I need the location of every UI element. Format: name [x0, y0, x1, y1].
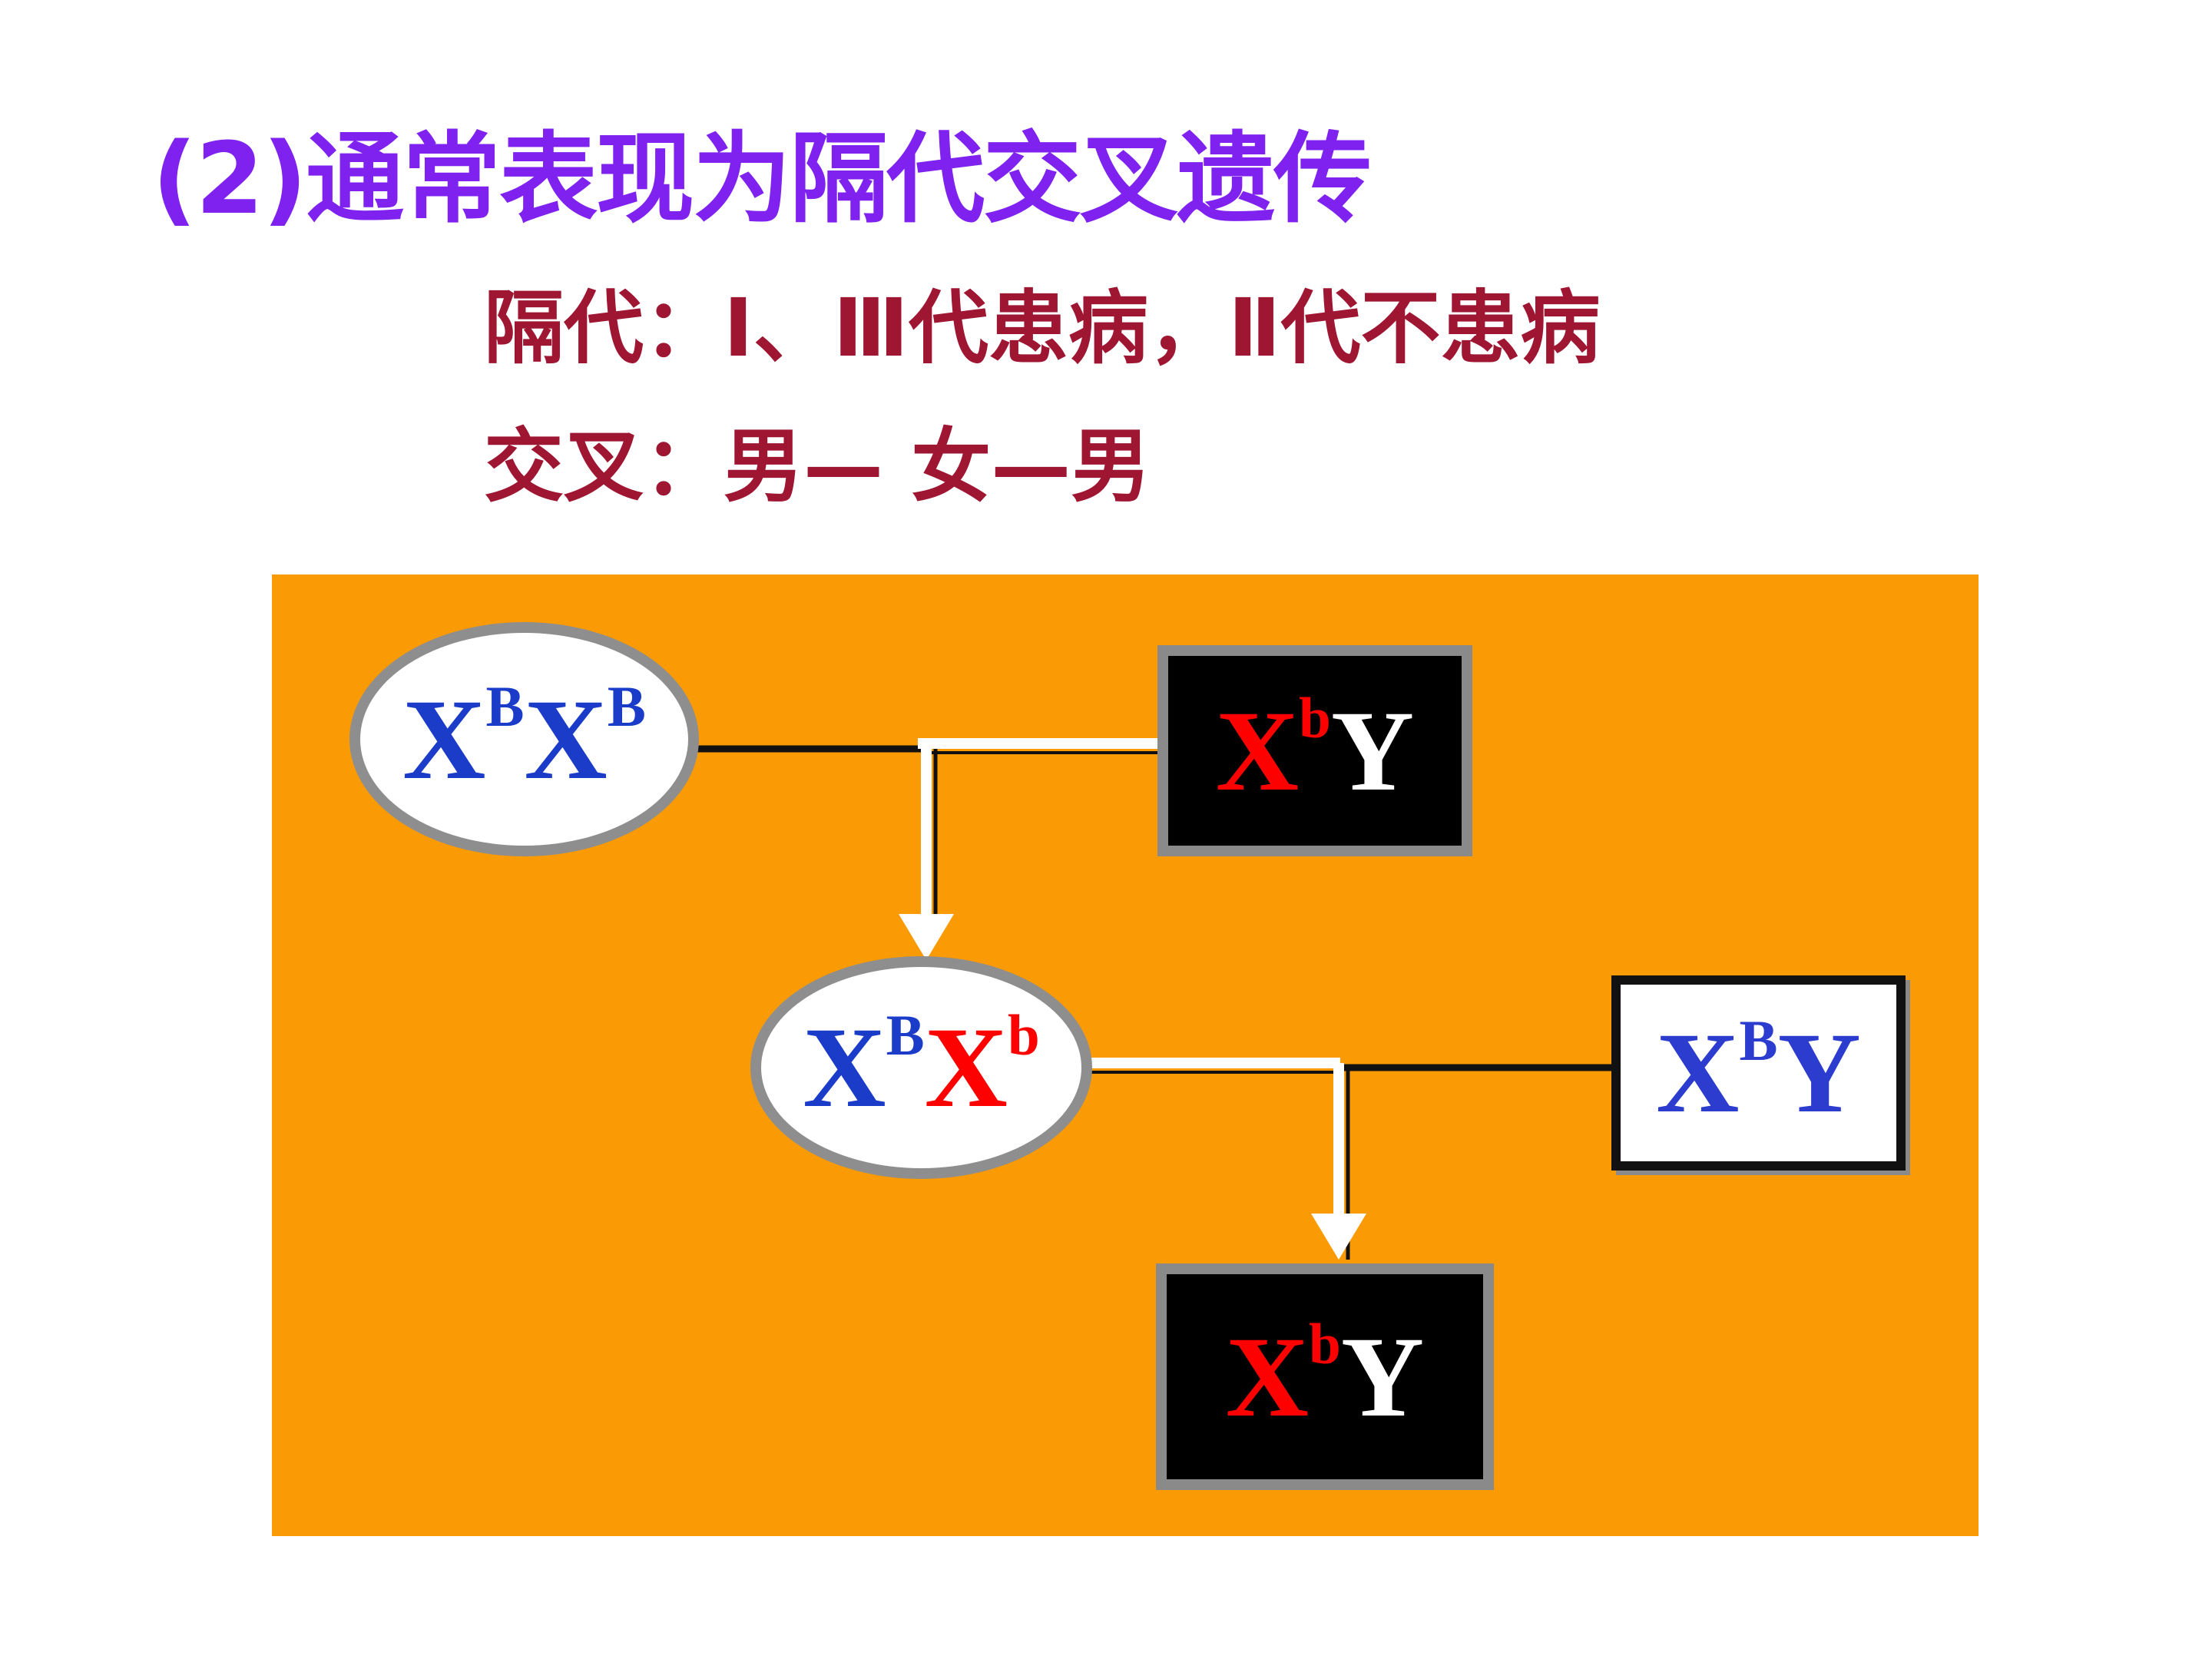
- gen1-female-genotype: XBXB: [402, 678, 646, 797]
- allele-y: Y: [1340, 1313, 1425, 1441]
- allele-x: X: [803, 1004, 886, 1131]
- allele-y: Y: [1330, 687, 1415, 815]
- gen1-female-node: XBXB: [349, 622, 699, 856]
- page-title: (2)通常表现为隔代交叉遗传: [152, 122, 1372, 237]
- allele-x: X: [1215, 687, 1300, 815]
- gen2-male-genotype: XBY: [1656, 1012, 1861, 1131]
- gen1-male-node: XbY: [1157, 645, 1472, 856]
- allele-superscript: B: [607, 675, 646, 739]
- allele-x: X: [1225, 1313, 1310, 1441]
- crisscross-note: 交叉：男— 女—男: [484, 419, 1151, 513]
- allele-y: Y: [1777, 1009, 1861, 1137]
- gen2-male-node: XBY: [1611, 975, 1906, 1171]
- gen2-female-node: XBXb: [750, 956, 1092, 1179]
- allele-superscript: B: [485, 675, 525, 739]
- allele-x: X: [524, 675, 608, 803]
- gen1-male-genotype: XbY: [1216, 690, 1414, 809]
- allele-superscript: B: [1739, 1008, 1778, 1073]
- allele-x: X: [402, 675, 486, 803]
- allele-x: X: [924, 1004, 1008, 1131]
- allele-x: X: [1656, 1009, 1740, 1137]
- gen3-male-node: XbY: [1156, 1263, 1494, 1490]
- gen2-female-genotype: XBXb: [803, 1007, 1039, 1126]
- allele-superscript: b: [1309, 1313, 1341, 1376]
- allele-superscript: b: [1299, 687, 1331, 750]
- allele-superscript: b: [1007, 1003, 1040, 1068]
- allele-superscript: B: [886, 1003, 925, 1068]
- gen3-male-genotype: XbY: [1226, 1316, 1424, 1435]
- skip-generation-note: 隔代：Ⅰ、Ⅲ代患病，Ⅱ代不患病: [484, 281, 1601, 375]
